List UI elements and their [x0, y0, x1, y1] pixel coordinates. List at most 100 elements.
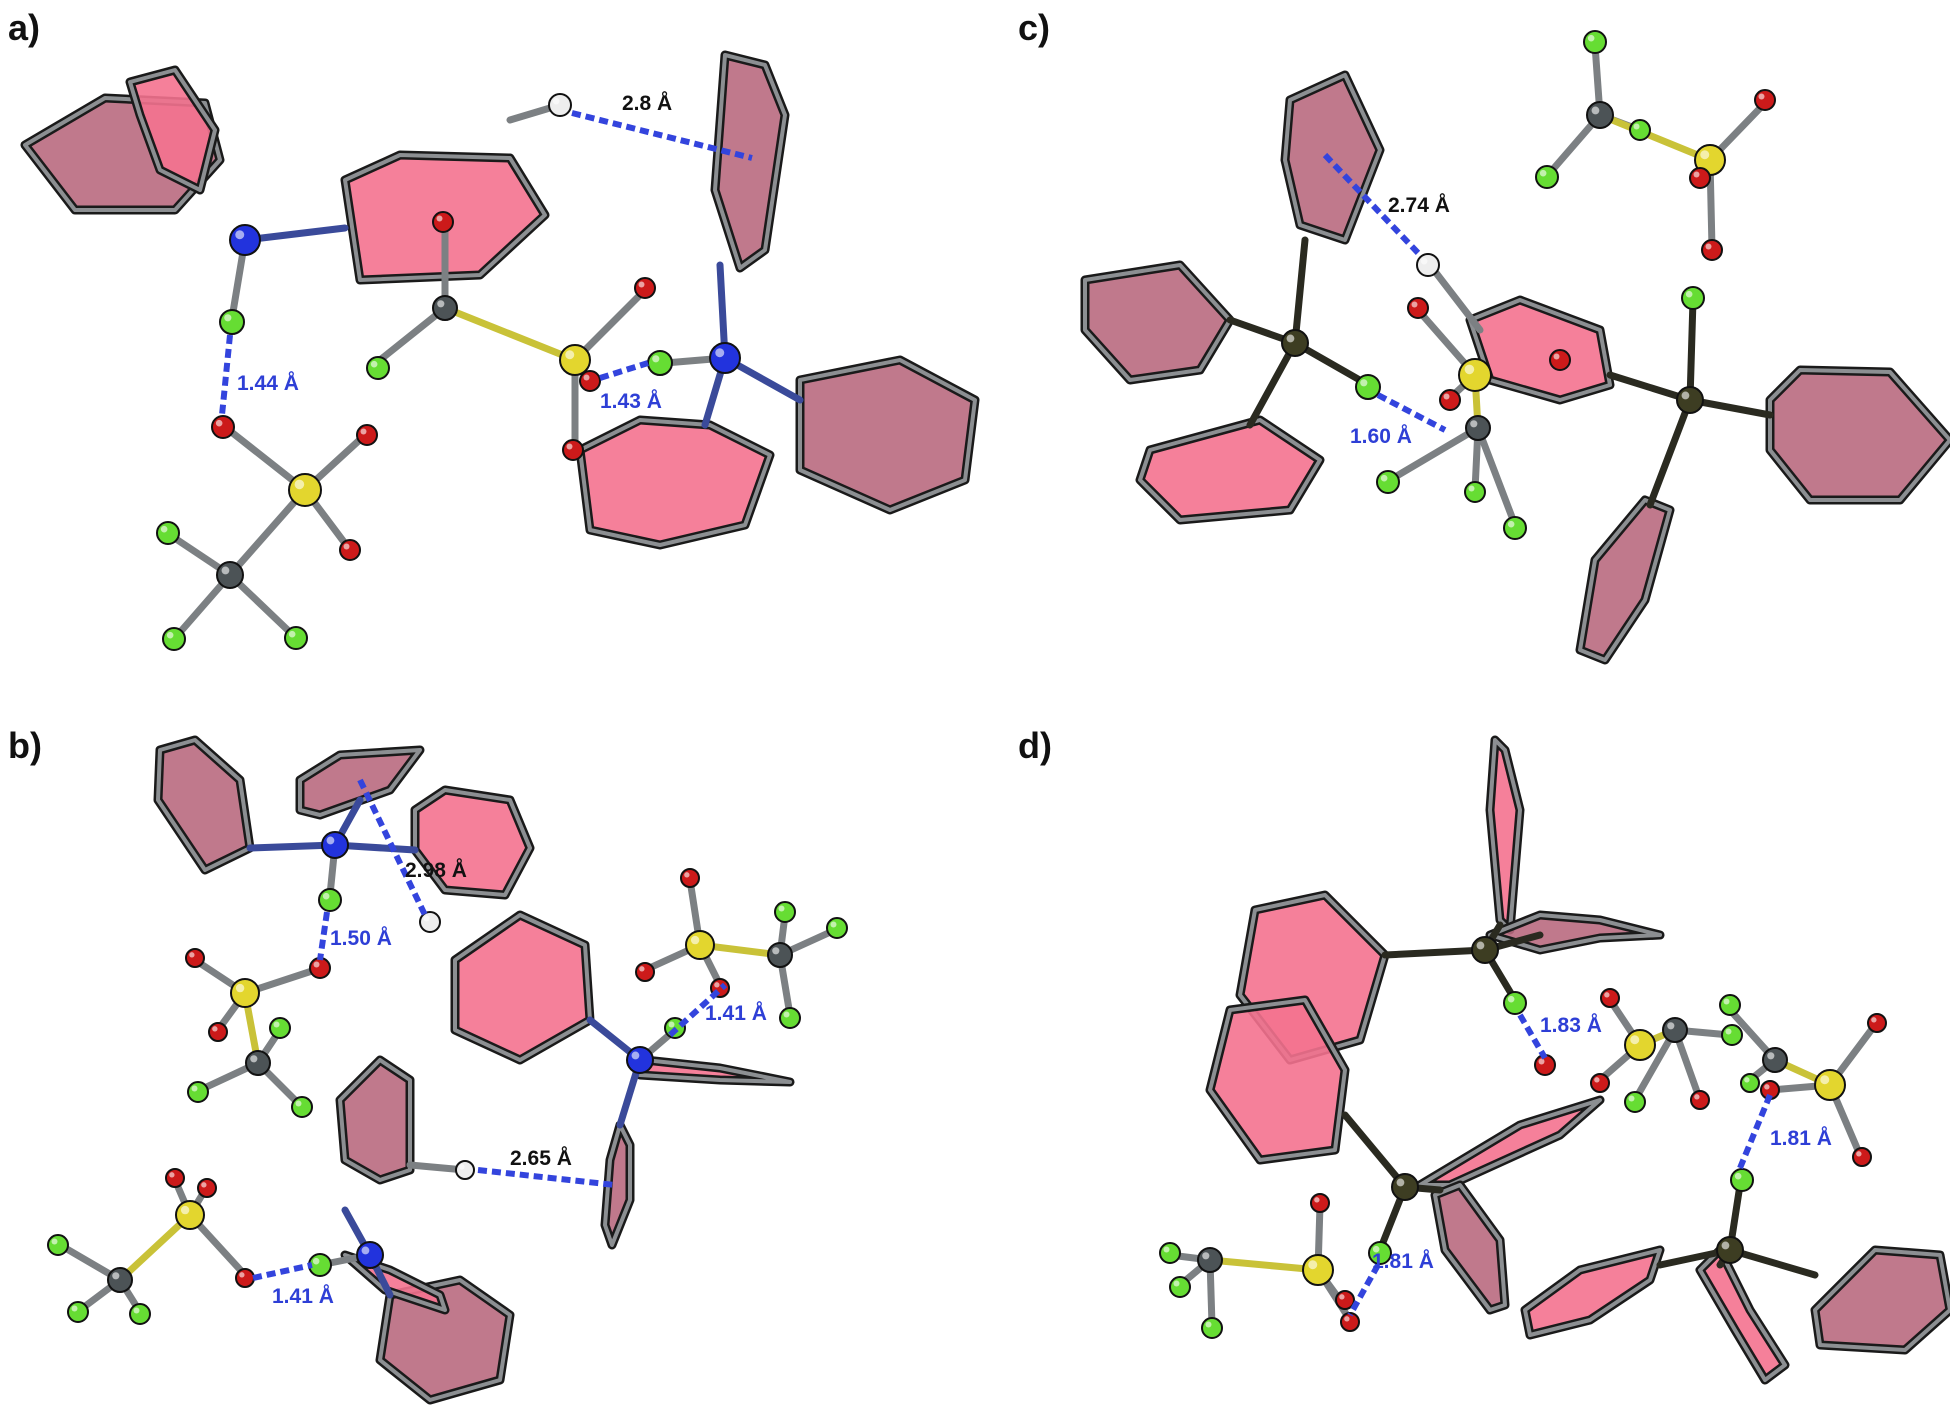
atom-highlight: [361, 1246, 370, 1255]
atom-highlight: [1202, 1252, 1210, 1260]
atom-highlight: [112, 1272, 120, 1280]
distance-label: 1.41 Å: [272, 1284, 334, 1308]
ring-edge: [343, 153, 547, 282]
bond: [116, 1211, 194, 1284]
ring-edge: [603, 1123, 632, 1247]
bond: [1596, 111, 1714, 164]
atom-highlight: [312, 1257, 320, 1265]
ring-edge: [1433, 1183, 1507, 1312]
phenyl-ring: [1080, 260, 1235, 385]
atom-highlight: [437, 300, 445, 308]
bond: [1341, 1111, 1409, 1191]
panel-c: c): [1018, 7, 1950, 665]
distance-label: 1.50 Å: [330, 926, 392, 950]
fluorine-atom: [826, 917, 848, 939]
hbond-line: [667, 982, 728, 1038]
atom-highlight: [326, 836, 335, 845]
fluorine-atom: [1624, 1091, 1646, 1113]
phenyl-ring: [1695, 1245, 1790, 1385]
oxygen-atom: [1689, 167, 1711, 189]
fluorine-atom: [156, 521, 180, 545]
atom-highlight: [322, 892, 330, 900]
hbond-line: [1347, 1263, 1381, 1317]
ring-edge: [578, 418, 772, 547]
atom-highlight: [1685, 290, 1693, 298]
sulfur-atom: [288, 473, 322, 507]
ring-edge: [1488, 913, 1662, 952]
atom-highlight: [1380, 474, 1388, 482]
atom-highlight: [715, 348, 725, 358]
ring-edge: [1238, 893, 1387, 1062]
fluorine-atom: [1464, 481, 1486, 503]
oxygen-atom: [1439, 389, 1461, 411]
sulfur-atom: [685, 930, 715, 960]
bond: [1631, 1026, 1679, 1104]
atom-highlight: [714, 982, 720, 988]
ring-edge: [1813, 1248, 1950, 1352]
oxygen-atom: [165, 1168, 185, 1188]
hbond-line: [1517, 1013, 1548, 1060]
atom-highlight: [1468, 485, 1475, 492]
nitrogen-atom: [626, 1046, 654, 1074]
phenyl-ring: [1810, 1245, 1950, 1355]
hbond-line: [252, 1262, 313, 1281]
atom-highlight: [51, 1238, 58, 1245]
atom-highlight: [1443, 393, 1450, 400]
panel-d-contacts: [1347, 1013, 1773, 1317]
sulfur-atom: [1624, 1029, 1656, 1061]
panel-b-atoms: [47, 831, 848, 1325]
ring-edge: [1283, 73, 1382, 242]
oxygen-atom: [579, 370, 601, 392]
sulfur-atom: [175, 1200, 205, 1230]
distance-label: 1.60 Å: [1350, 424, 1412, 448]
fluorine-atom: [779, 1007, 801, 1029]
hydrogen-atom: [548, 93, 572, 117]
atom-highlight: [343, 543, 350, 550]
atom-highlight: [288, 630, 296, 638]
phosphorus-atom: [1281, 329, 1309, 357]
carbon-atom: [216, 561, 244, 589]
ring-edge: [378, 1278, 512, 1402]
oxygen-atom: [1852, 1147, 1872, 1167]
oxygen-atom: [339, 539, 361, 561]
atom-highlight: [360, 428, 367, 435]
atom-highlight: [1587, 34, 1595, 42]
oxygen-atom: [208, 1022, 228, 1042]
atom-highlight: [638, 281, 645, 288]
atom-highlight: [191, 1085, 198, 1092]
atom-highlight: [1725, 1028, 1732, 1035]
atom-highlight: [783, 1011, 790, 1018]
contact-line: [477, 1167, 616, 1188]
distance-label: 2.8 Å: [622, 91, 672, 115]
atom-highlight: [772, 947, 780, 955]
atom-highlight: [1286, 334, 1295, 343]
oxygen-atom: [197, 1178, 217, 1198]
fluorine-atom: [774, 901, 796, 923]
panel-a-atoms: [156, 93, 741, 651]
atom-highlight: [1163, 1246, 1170, 1253]
distance-label: 1.81 Å: [1372, 1249, 1434, 1273]
panel-d: d): [1018, 725, 1950, 1385]
atom-highlight: [1764, 1084, 1770, 1090]
atom-highlight: [295, 1100, 302, 1107]
atom-highlight: [690, 935, 700, 945]
atom-highlight: [1411, 301, 1418, 308]
fluorine-atom: [129, 1303, 151, 1325]
atom-highlight: [180, 1205, 190, 1215]
fluorine-atom: [1503, 991, 1527, 1015]
ring-edge: [1578, 498, 1672, 662]
oxygen-atom: [1867, 1013, 1887, 1033]
fluorine-atom: [1169, 1276, 1191, 1298]
phenyl-ring: [153, 735, 255, 875]
panel-label-c: c): [1018, 7, 1050, 48]
atom-highlight: [1820, 1075, 1830, 1085]
oxygen-atom: [432, 211, 454, 233]
bond: [1386, 424, 1482, 484]
hbond-line: [219, 334, 233, 416]
atom-highlight: [1360, 379, 1368, 387]
fluorine-atom: [318, 888, 342, 912]
atom-highlight: [189, 952, 195, 958]
atom-highlight: [235, 230, 245, 240]
panel-a-rings: [20, 50, 980, 550]
atom-highlight: [1396, 1178, 1405, 1187]
